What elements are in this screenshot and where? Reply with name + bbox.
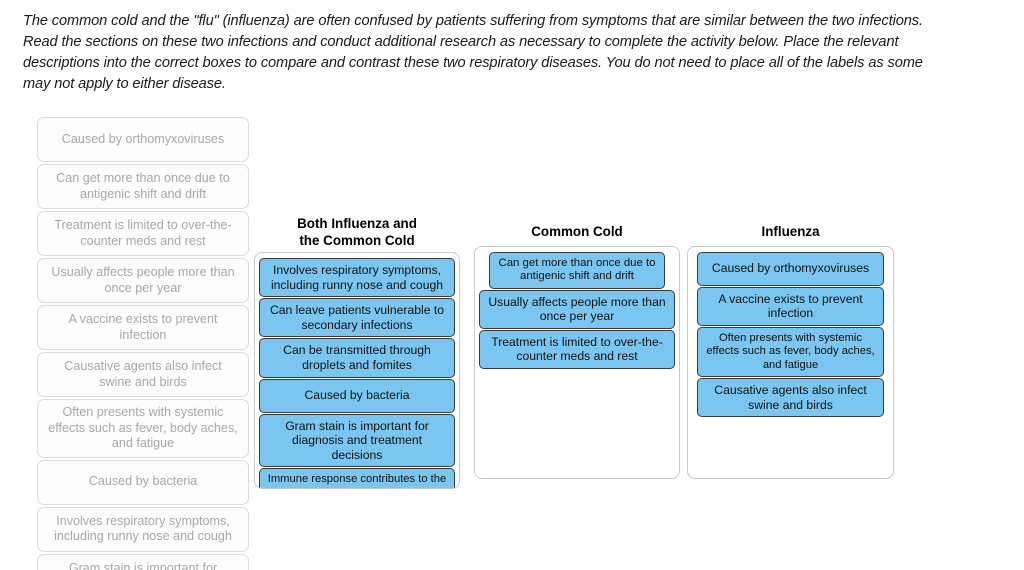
column-influenza: Influenza Caused by orthomyxoviruses A v… (687, 216, 894, 479)
label-bank-item[interactable]: Involves respiratory symptoms, including… (37, 506, 249, 552)
label-bank-item[interactable]: Usually affects people more than once pe… (37, 258, 249, 303)
placed-tile[interactable]: Can be transmitted through droplets and … (259, 338, 455, 378)
placed-tile[interactable]: Involves respiratory symptoms, including… (259, 258, 455, 298)
label-bank-item[interactable]: A vaccine exists to prevent infection (37, 305, 249, 350)
column-common-cold: Common Cold Can get more than once due t… (474, 216, 680, 479)
placed-tile[interactable]: Often presents with systemic effects suc… (697, 326, 884, 377)
placed-tile[interactable]: Caused by orthomyxoviruses (697, 251, 884, 286)
label-bank-item[interactable]: Often presents with systemic effects suc… (37, 399, 249, 458)
column-header-both: Both Influenza and the Common Cold (297, 216, 417, 248)
column-header-influenza: Influenza (761, 224, 820, 239)
dropzone-common-cold[interactable]: Can get more than once due to antigenic … (474, 245, 680, 479)
placed-tile[interactable]: Immune response contributes to the signs… (259, 468, 455, 488)
placed-tile[interactable]: Usually affects people more than once pe… (479, 289, 675, 329)
label-bank-item[interactable]: Can get more than once due to antigenic … (37, 164, 249, 209)
placed-tile[interactable]: Caused by bacteria (259, 378, 455, 413)
label-bank-item[interactable]: Treatment is limited to over-the-counter… (37, 211, 249, 256)
label-bank-item[interactable]: Causative agents also infect swine and b… (37, 352, 249, 397)
placed-tile[interactable]: Gram stain is important for diagnosis an… (259, 413, 455, 468)
label-bank: Caused by orthomyxoviruses Can get more … (37, 117, 249, 570)
dropzone-both[interactable]: Involves respiratory symptoms, including… (254, 252, 460, 489)
label-bank-item[interactable]: Caused by bacteria (37, 459, 249, 505)
column-both: Both Influenza and the Common Cold Invol… (254, 216, 460, 489)
column-header-common-cold: Common Cold (531, 224, 623, 239)
label-bank-item[interactable]: Caused by orthomyxoviruses (37, 117, 249, 162)
placed-tile[interactable]: Can get more than once due to antigenic … (489, 251, 665, 289)
placed-tile[interactable]: Treatment is limited to over-the-counter… (479, 329, 675, 370)
activity-instructions: The common cold and the "flu" (influenza… (23, 13, 923, 92)
placed-tile[interactable]: Can leave patients vulnerable to seconda… (259, 298, 455, 338)
label-bank-item[interactable]: Gram stain is important for diagnosis an… (37, 553, 249, 570)
placed-tile[interactable]: Causative agents also infect swine and b… (697, 377, 884, 418)
placed-tile[interactable]: A vaccine exists to prevent infection (697, 286, 884, 326)
dropzone-influenza[interactable]: Caused by orthomyxoviruses A vaccine exi… (687, 245, 894, 479)
category-columns: Both Influenza and the Common Cold Invol… (254, 216, 914, 561)
